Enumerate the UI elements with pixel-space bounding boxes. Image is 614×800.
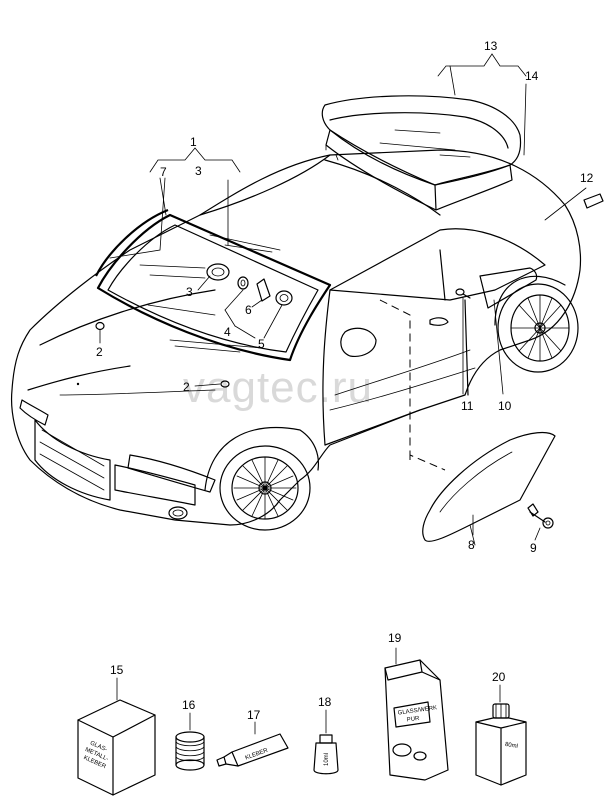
- rear-window-glass: [321, 95, 522, 211]
- callout-18: 18: [318, 695, 332, 709]
- adhesive-kit-bag: GLASS/WERK PUR: [384, 659, 449, 781]
- adhesive-box: GLAS- METALL- KLEBER: [77, 699, 156, 796]
- callout-labels: 1 3 7 3 4 6 5 2 2 13 14 12 11 10 8 9 15 …: [96, 39, 594, 722]
- watermark: vagtec.ru: [183, 363, 373, 412]
- window-clip: [455, 288, 471, 299]
- callout-9: 9: [530, 541, 537, 555]
- bag19-line1: GLASS/WERK: [397, 705, 437, 716]
- leader-lines: [99, 53, 587, 735]
- windshield: [96, 213, 332, 362]
- callout-5: 5: [258, 337, 265, 351]
- sensor-bracket-parts: [237, 276, 293, 306]
- windshield-trim: [95, 208, 169, 277]
- callout-19: 19: [388, 631, 402, 645]
- dashed-leader-door-glass: [379, 299, 446, 471]
- cleaner-bottle: 80ml: [475, 703, 527, 786]
- callout-1: 1: [190, 135, 197, 149]
- tape-roll: [175, 731, 205, 771]
- callout-7: 7: [160, 165, 167, 179]
- callout-16: 16: [182, 698, 196, 712]
- callout-14: 14: [525, 69, 539, 83]
- glue-tube: KLEBER: [216, 733, 289, 767]
- callout-17: 17: [247, 708, 261, 722]
- callout-15: 15: [110, 663, 124, 677]
- callout-2-upper: 2: [96, 345, 103, 359]
- bottle20-label: 80ml: [504, 742, 518, 750]
- callout-3-top: 3: [195, 164, 202, 178]
- callout-10: 10: [498, 399, 512, 413]
- screw: [527, 503, 554, 529]
- washer-nozzle-upper: [95, 321, 105, 331]
- rain-light-sensor: [206, 263, 230, 281]
- washer-nozzle-lower: [220, 380, 230, 388]
- bag19-line2: PUR: [406, 716, 420, 724]
- bottle18-label: 10ml: [324, 753, 330, 766]
- primer-bottle-small: 10ml: [313, 734, 339, 775]
- callout-12: 12: [580, 171, 594, 185]
- callout-4: 4: [224, 325, 231, 339]
- door-glass: [422, 431, 556, 546]
- callout-3: 3: [186, 285, 193, 299]
- callout-6: 6: [245, 303, 252, 317]
- callout-8: 8: [468, 538, 475, 552]
- callout-20: 20: [492, 670, 506, 684]
- callout-2-lower: 2: [183, 380, 190, 394]
- callout-13: 13: [484, 39, 498, 53]
- callout-11: 11: [461, 399, 474, 413]
- car-body: [10, 149, 582, 531]
- trim-strip: [583, 193, 604, 209]
